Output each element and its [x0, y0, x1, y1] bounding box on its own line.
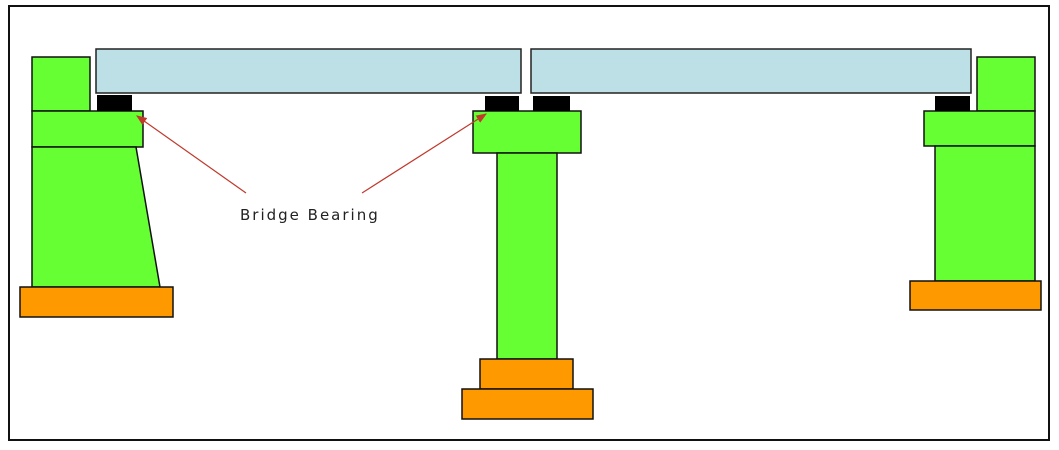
right-abutment-cap — [923, 110, 1036, 147]
deck-span-left — [95, 48, 522, 94]
left-bearing — [97, 95, 132, 111]
pier-column — [496, 152, 558, 360]
left-abutment-backwall — [31, 56, 91, 112]
right-bearing — [935, 96, 970, 111]
right-abutment-footing — [909, 280, 1042, 311]
pier-cap — [472, 110, 582, 154]
left-abutment-footing — [19, 286, 174, 318]
left-abutment-cap — [31, 110, 144, 148]
pier-footing-lower — [461, 388, 594, 420]
bridge-bearing-label: Bridge Bearing — [240, 206, 380, 224]
leader-line-left — [136, 115, 247, 194]
pier-footing-upper — [479, 358, 574, 390]
right-abutment-backwall — [976, 56, 1036, 112]
deck-span-right — [530, 48, 972, 94]
right-abutment-body — [934, 145, 1036, 282]
pier-bearing-left — [485, 96, 519, 111]
leader-line-center — [361, 113, 488, 194]
pier-bearing-right — [533, 96, 570, 111]
